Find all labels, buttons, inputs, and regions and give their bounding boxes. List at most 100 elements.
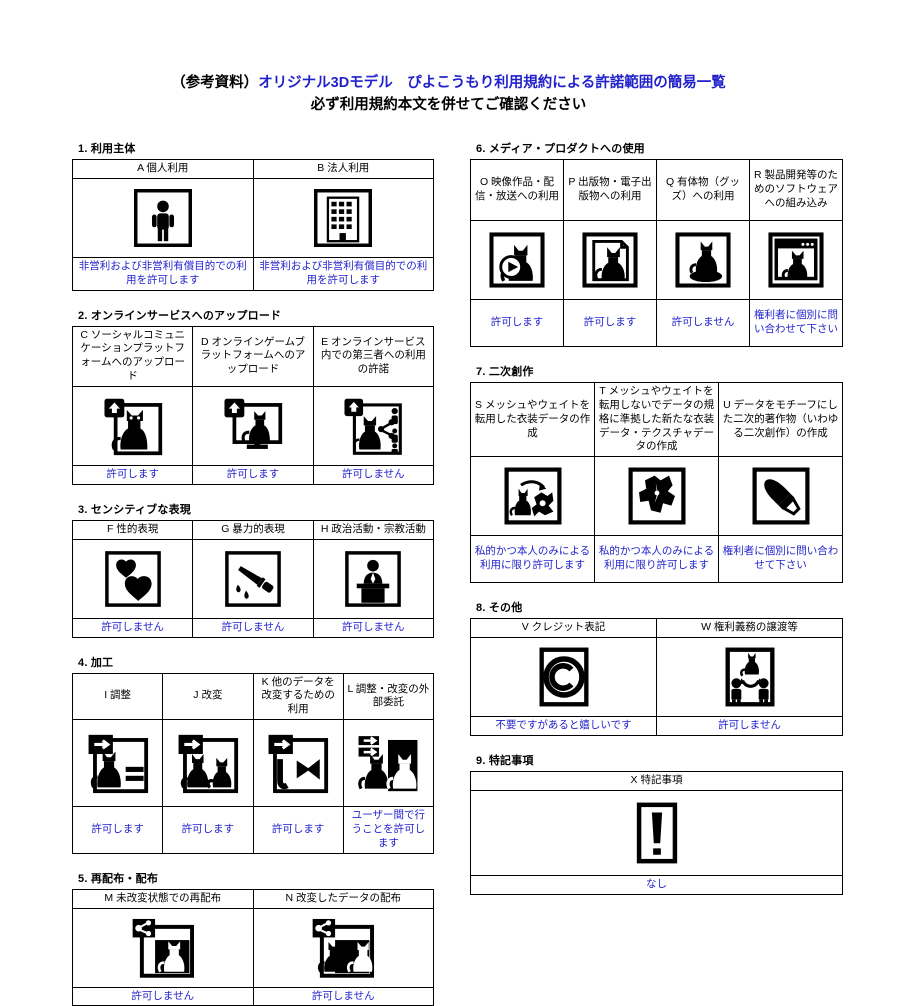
cell-icon-P [563, 220, 657, 300]
person-icon [76, 188, 250, 247]
section-3: 3. センシティブな表現 F 性的表現 G 暴力的表現 H 政治活動・宗教活動 [71, 501, 435, 638]
cell-icon-L [342, 719, 435, 808]
right-column: 6. メディア・プロダクトへの使用 O 映像作品・配信・放送への利用 P 出版物… [470, 140, 843, 895]
cell-header-C: C ソーシャルコミュニケーションプラットフォームへのアップロード [71, 325, 194, 388]
cell-header-B: B 法人利用 [252, 159, 434, 179]
cell-note-G: 許可しません [192, 617, 314, 638]
section-8-heading: 8. その他 [476, 602, 523, 615]
title-main: オリジナル3Dモデル ぴよこうもり利用規約による許諾範囲の簡易一覧 [258, 75, 726, 91]
section-2-heading: 2. オンラインサービスへのアップロード [78, 309, 282, 322]
title-line-1: （参考資料）オリジナル3Dモデル ぴよこうもり利用規約による許諾範囲の簡易一覧 [0, 72, 897, 94]
icon-row [470, 220, 843, 300]
cell-note-Q: 許可しません [656, 299, 750, 347]
header-row: S メッシュやウェイトを転用した衣装データの作成 T メッシュやウェイトを転用し… [470, 381, 843, 458]
note-row: 許可します 許可します 許可しません [71, 465, 435, 485]
cell-icon-X [470, 789, 843, 876]
cell-icon-K [252, 719, 344, 808]
cell-header-N: N 改変したデータの配布 [252, 888, 434, 909]
section-9: 9. 特記事項 X 特記事項 なし [470, 752, 843, 895]
section-5: 5. 再配布・配布 M 未改変状態での再配布 N 改変したデータの配布 [72, 870, 434, 1006]
cell-icon-B [252, 177, 434, 258]
note-row: 非営利および非営利有償目的での利用を許可します 非営利および非営利有償目的での利… [72, 256, 434, 291]
cell-header-A: A 個人利用 [72, 159, 254, 179]
header-row: X 特記事項 [470, 771, 843, 791]
cell-header-D: D オンラインゲームブラットフォームへのアップロード [192, 325, 314, 388]
section-1: 1. 利用主体 A 個人利用 B 法人利用 [72, 140, 434, 291]
cell-icon-C [71, 386, 194, 467]
cell-header-X: X 特記事項 [470, 771, 843, 791]
cell-note-B: 非営利および非営利有償目的での利用を許可します [252, 256, 434, 291]
cell-icon-D [192, 386, 314, 467]
section-9-heading: 9. 特記事項 [476, 755, 534, 768]
cell-icon-U [718, 456, 843, 537]
cell-header-M: M 未改変状態での再配布 [72, 888, 254, 909]
cell-note-C: 許可します [71, 465, 194, 485]
cell-note-N: 許可しません [252, 986, 434, 1006]
cell-header-R: R 製品開発等のためのソフトウェアへの組み込み [749, 159, 843, 221]
cell-note-E: 許可しません [312, 465, 435, 485]
cell-header-U: U データをモチーフにした二次的著作物（いわゆる二次創作）の作成 [718, 381, 843, 458]
note-row: 私的かつ本人のみによる利用に限り許可します 私的かつ本人のみによる利用に限り許可… [470, 535, 843, 584]
arrow-cat-ribbon-icon [257, 731, 340, 795]
header-row: C ソーシャルコミュニケーションプラットフォームへのアップロード D オンライン… [71, 325, 435, 388]
cell-header-Q: Q 有体物（グッズ）への利用 [656, 159, 750, 221]
cell-header-F: F 性的表現 [71, 519, 194, 540]
knife-icon [196, 550, 309, 608]
note-row: 許可しません 許可しません 許可しません [71, 617, 435, 638]
cell-icon-Q [656, 220, 750, 300]
section-3-heading: 3. センシティブな表現 [78, 503, 191, 516]
upload-cat-monitor-icon [196, 395, 309, 457]
cell-header-J: J 改変 [162, 672, 254, 721]
left-column: 1. 利用主体 A 個人利用 B 法人利用 [71, 140, 435, 1006]
cell-header-K: K 他のデータを改変するための利用 [252, 672, 344, 721]
cell-header-L: L 調整・改変の外部委託 [342, 672, 435, 721]
cell-header-E: E オンラインサービス内での第三者への利用の許諾 [312, 325, 435, 388]
arrow-two-cats-icon [166, 731, 249, 795]
section-3-table: F 性的表現 G 暴力的表現 H 政治活動・宗教活動 [71, 519, 435, 638]
section-8-table: V クレジット表記 W 権利義務の譲渡等 [470, 618, 843, 737]
cell-note-O: 許可します [470, 299, 564, 347]
header-row: F 性的表現 G 暴力的表現 H 政治活動・宗教活動 [71, 519, 435, 540]
cell-icon-N [252, 907, 434, 988]
paintbrush-icon [722, 466, 839, 526]
note-row: なし [470, 874, 843, 895]
cell-icon-H [312, 538, 435, 619]
document-page: （参考資料）オリジナル3Dモデル ぴよこうもり利用規約による許諾範囲の簡易一覧 … [0, 72, 897, 1006]
cell-note-P: 許可します [563, 299, 657, 347]
cell-icon-E [312, 386, 435, 467]
header-row: V クレジット表記 W 権利義務の譲渡等 [470, 618, 843, 639]
podium-speaker-icon [317, 550, 430, 608]
cell-icon-O [470, 220, 564, 300]
section-9-table: X 特記事項 なし [470, 771, 843, 895]
title-line-2: 必ず利用規約本文を併せてご確認ください [310, 97, 587, 114]
cell-icon-F [71, 538, 194, 619]
cell-icon-T [594, 456, 719, 537]
transfer-rights-icon [660, 646, 839, 708]
cell-icon-M [72, 907, 254, 988]
section-5-heading: 5. 再配布・配布 [78, 872, 159, 885]
cell-note-J: 許可します [162, 806, 254, 854]
cell-icon-S [470, 456, 595, 537]
two-cats-transfer-icon [347, 731, 430, 795]
cell-icon-A [72, 177, 254, 258]
header-row: O 映像作品・配信・放送への利用 P 出版物・電子出版物への利用 Q 有体物（グ… [470, 159, 843, 221]
cell-note-R: 権利者に個別に問い合わせて下さい [749, 299, 843, 347]
cell-note-S: 私的かつ本人のみによる利用に限り許可します [470, 535, 595, 584]
cell-icon-J [162, 719, 254, 808]
cell-note-L: ユーザー間で行うことを許可します [342, 806, 435, 854]
section-4: 4. 加工 I 調整 J 改変 K 他のデータを改変するための利用 L 調整・改… [71, 654, 435, 854]
arrow-cat-equals-icon [76, 731, 159, 795]
software-window-cat-icon [753, 231, 839, 289]
cell-note-X: なし [470, 874, 843, 895]
cell-header-H: H 政治活動・宗教活動 [312, 519, 435, 540]
section-4-table: I 調整 J 改変 K 他のデータを改変するための利用 L 調整・改変の外部委託 [71, 672, 435, 854]
note-row: 許可します 許可します 許可しません 権利者に個別に問い合わせて下さい [470, 299, 843, 347]
exclamation-icon [474, 801, 839, 865]
section-6-heading: 6. メディア・プロダクトへの使用 [476, 143, 645, 155]
icon-row [71, 538, 435, 619]
upload-cat-icon [76, 395, 189, 457]
header-row: I 調整 J 改変 K 他のデータを改変するための利用 L 調整・改変の外部委託 [71, 672, 435, 721]
document-title: （参考資料）オリジナル3Dモデル ぴよこうもり利用規約による許諾範囲の簡易一覧 … [0, 72, 897, 117]
cell-header-P: P 出版物・電子出版物への利用 [563, 159, 657, 221]
cell-header-W: W 権利義務の譲渡等 [656, 618, 843, 639]
